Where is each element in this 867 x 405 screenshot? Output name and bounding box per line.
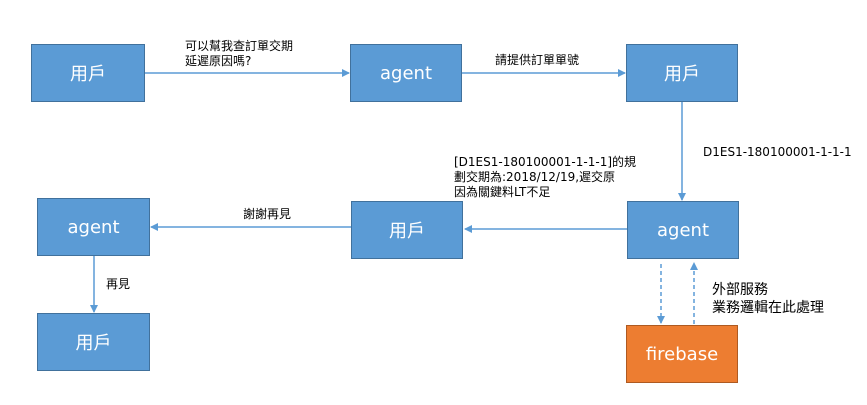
label-agent3-user4: 再見	[106, 277, 131, 291]
label-user1-agent1: 可以幫我查訂單交期 延遲原因嗎?	[185, 39, 294, 68]
node-agent-3[interactable]: agent	[37, 198, 150, 256]
label-external-service: 外部服務 業務邏輯在此處理	[712, 282, 824, 316]
label-user2-agent2: D1ES1-180100001-1-1-1	[703, 145, 852, 159]
node-user-4[interactable]: 用戶	[37, 313, 150, 371]
node-agent-1[interactable]: agent	[350, 44, 462, 102]
node-user-3[interactable]: 用戶	[351, 201, 463, 259]
label-agent1-user2: 請提供訂單單號	[495, 53, 580, 67]
node-firebase[interactable]: firebase	[626, 325, 738, 383]
node-agent-2[interactable]: agent	[627, 201, 739, 259]
label-user3-agent3: 謝謝再見	[243, 207, 292, 221]
node-user-1[interactable]: 用戶	[31, 44, 145, 102]
node-user-2[interactable]: 用戶	[626, 44, 738, 102]
label-agent2-user3: [D1ES1-180100001-1-1-1]的規 劃交期為:2018/12/1…	[454, 155, 637, 199]
